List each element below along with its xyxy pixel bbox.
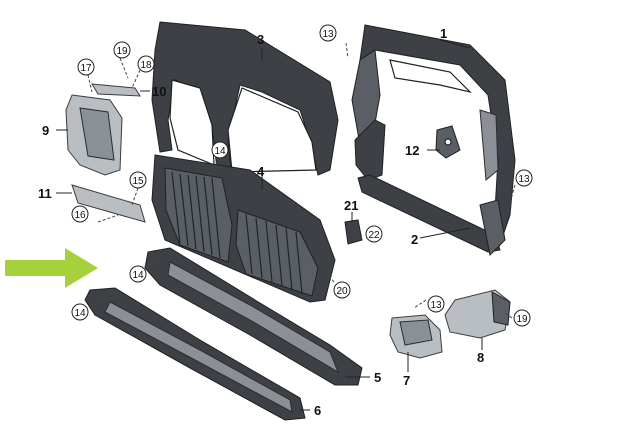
part-11-bracket — [71, 184, 146, 223]
callout-18: 18 — [137, 55, 155, 73]
label-part-4: 4 — [257, 164, 265, 179]
part-6-bar — [84, 287, 306, 421]
svg-text:20: 20 — [336, 286, 348, 297]
part-8-duct — [444, 289, 511, 339]
part-5-bar — [144, 247, 363, 386]
callout-14-grille: 14 — [211, 141, 229, 159]
svg-text:17: 17 — [80, 63, 92, 74]
green-arrow-icon — [5, 248, 98, 288]
svg-text:13: 13 — [430, 300, 442, 311]
label-part-9: 9 — [42, 123, 49, 138]
svg-text:18: 18 — [140, 60, 152, 71]
callout-22: 22 — [365, 225, 383, 243]
callout-14-arrow: 14 — [129, 265, 147, 283]
svg-text:14: 14 — [132, 270, 144, 281]
part-21-clip — [344, 219, 363, 245]
label-part-2: 2 — [411, 232, 418, 247]
label-part-12: 12 — [405, 143, 419, 158]
label-part-21: 21 — [344, 198, 358, 213]
svg-text:15: 15 — [132, 176, 144, 187]
part-7-bracket — [389, 314, 443, 359]
part-3-carrier-frame — [151, 21, 339, 179]
svg-text:14: 14 — [214, 146, 226, 157]
svg-text:14: 14 — [74, 308, 86, 319]
svg-text:13: 13 — [518, 174, 530, 185]
callout-14-left: 14 — [71, 303, 89, 321]
label-part-11: 11 — [38, 186, 52, 201]
svg-text:16: 16 — [74, 210, 86, 221]
leader-lines — [56, 39, 516, 411]
label-part-7: 7 — [403, 373, 410, 388]
callout-13-right: 13 — [515, 169, 533, 187]
part-12-bracket — [435, 125, 461, 159]
label-part-5: 5 — [374, 370, 381, 385]
part-2-lower-bar — [357, 174, 506, 257]
callout-15: 15 — [129, 171, 147, 189]
callout-16: 16 — [71, 205, 89, 223]
label-part-3: 3 — [257, 32, 264, 47]
callout-13-top: 13 — [319, 24, 337, 42]
svg-text:22: 22 — [368, 230, 380, 241]
svg-text:13: 13 — [322, 29, 334, 40]
part-9-duct — [65, 94, 123, 176]
callout-13-mid: 13 — [427, 295, 445, 313]
part-1-frame — [351, 24, 516, 251]
label-part-6: 6 — [314, 403, 321, 418]
svg-text:19: 19 — [116, 46, 128, 57]
part-10-bracket — [91, 83, 141, 97]
callout-19-right: 19 — [513, 309, 531, 327]
callout-19-top: 19 — [113, 41, 131, 59]
callout-20: 20 — [333, 281, 351, 299]
label-part-1: 1 — [440, 26, 447, 41]
label-part-8: 8 — [477, 350, 484, 365]
callout-17: 17 — [77, 58, 95, 76]
svg-text:19: 19 — [516, 314, 528, 325]
part-4-grille — [151, 154, 336, 303]
label-part-10: 10 — [152, 84, 166, 99]
